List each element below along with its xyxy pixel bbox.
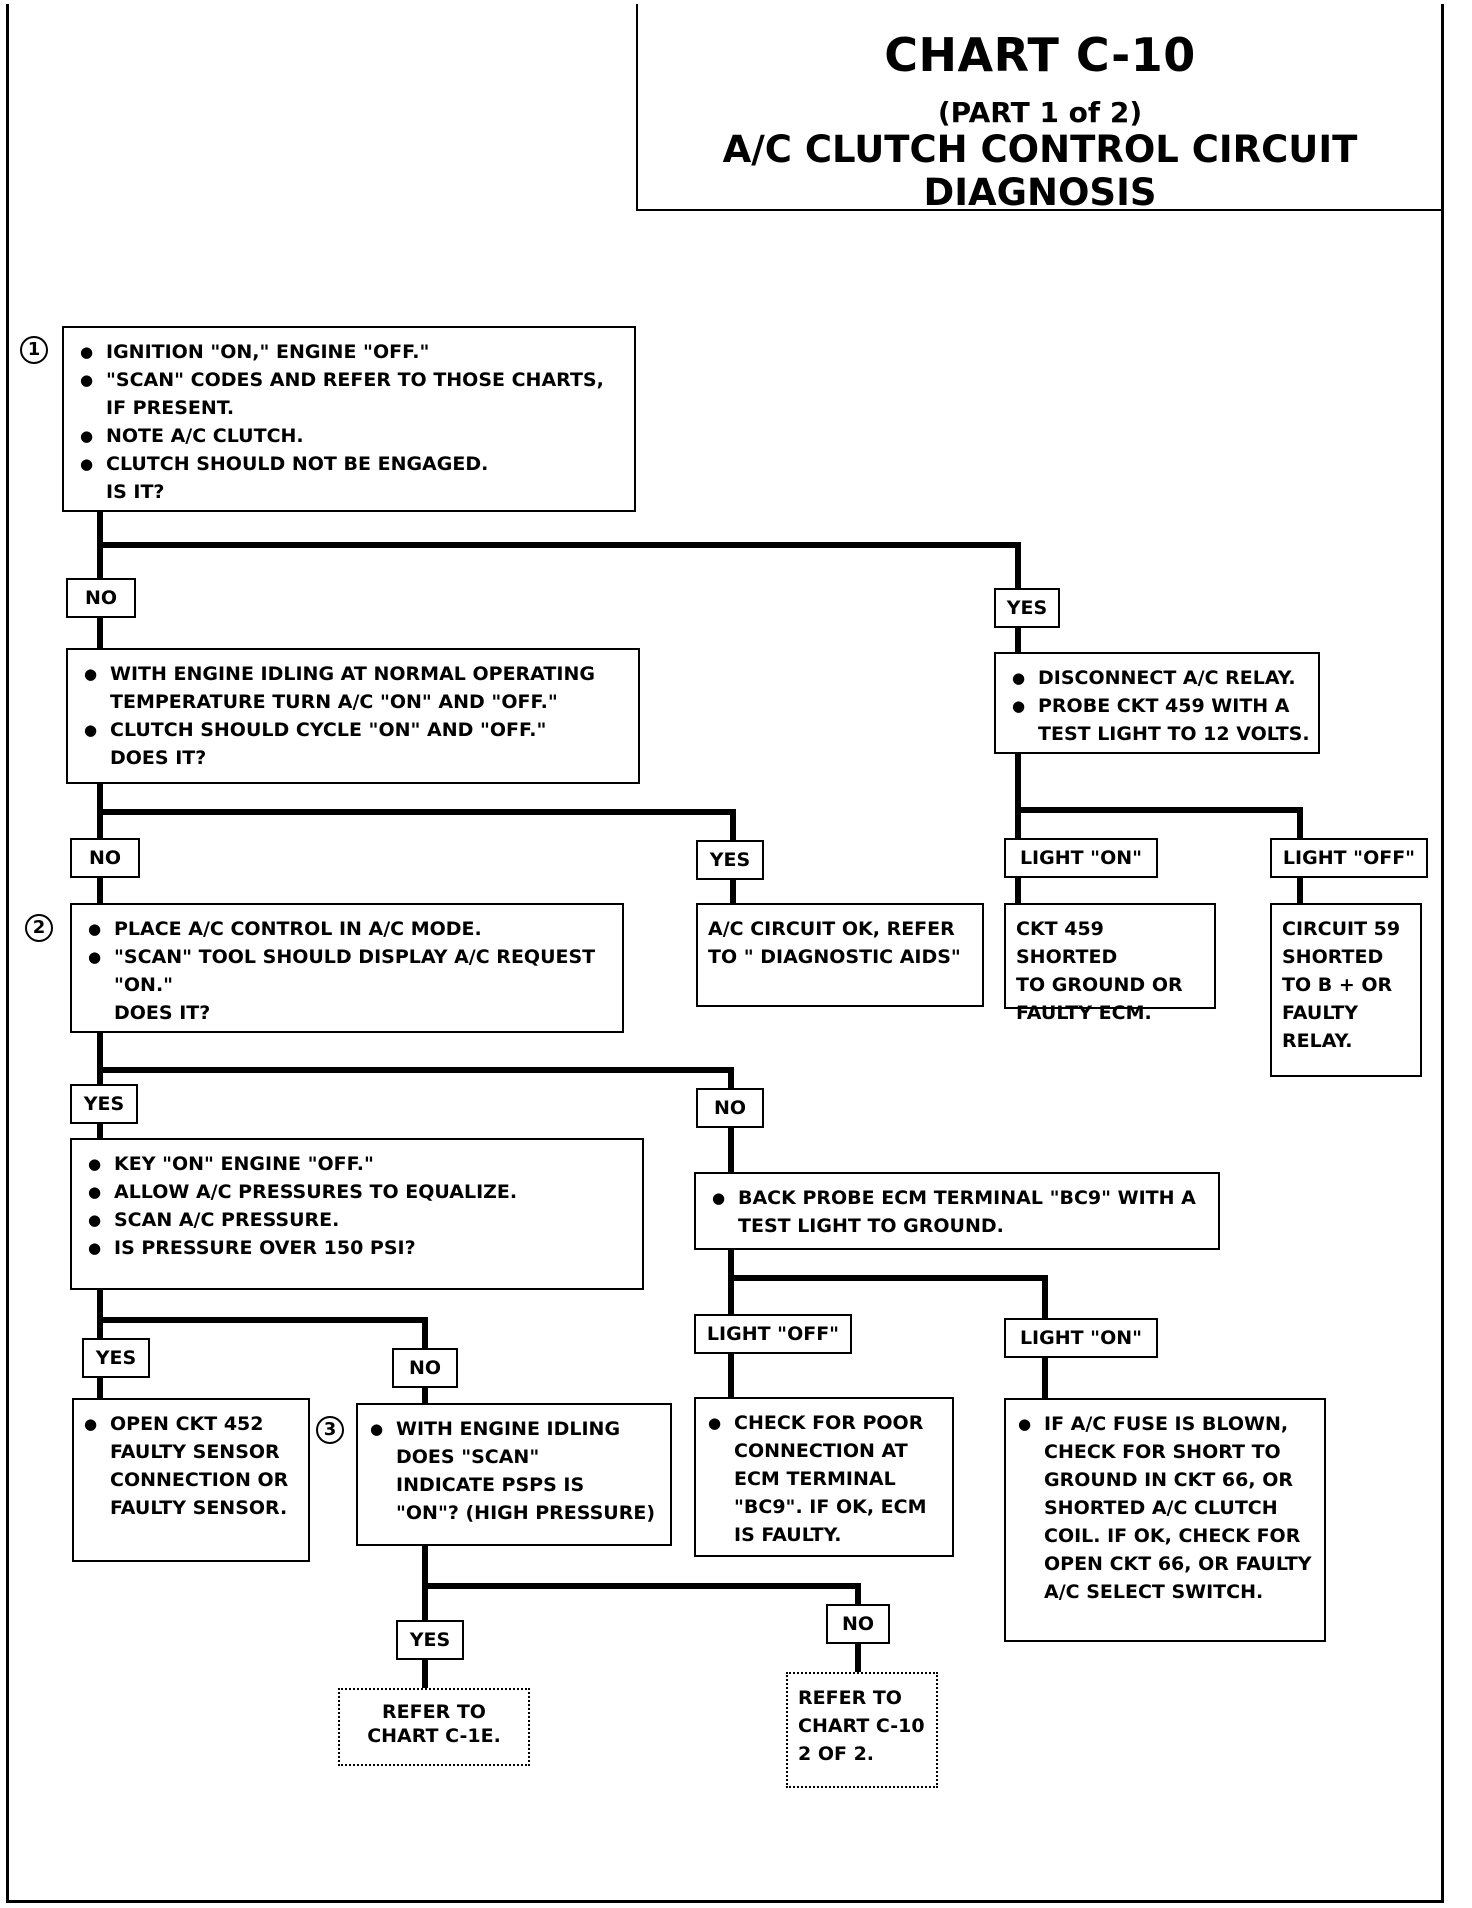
ac-fuse-check-box: IF A/C FUSE IS BLOWN, CHECK FOR SHORT TO… <box>1004 1398 1326 1642</box>
step-marker-1: 1 <box>20 336 48 364</box>
branch-label-light-off: LIGHT "OFF" <box>1270 838 1428 878</box>
refer-chart-c10-part2-box: REFER TO CHART C-10 2 OF 2. <box>786 1672 938 1788</box>
branch-label-no: NO <box>696 1088 764 1128</box>
branch-label-no: NO <box>66 578 136 618</box>
branch-label-yes: YES <box>82 1338 150 1378</box>
chart-part: (PART 1 of 2) <box>937 96 1143 129</box>
step3-psps-bullet: WITH ENGINE IDLING DOES "SCAN" INDICATE … <box>362 1415 664 1527</box>
step2-bullet: PLACE A/C CONTROL IN A/C MODE. <box>80 915 614 943</box>
connector-b4-split <box>97 1029 734 1093</box>
connector-b1-split <box>97 505 1021 593</box>
pressure-check-bullet: IS PRESSURE OVER 150 PSI? <box>80 1234 634 1262</box>
connector-b3-split <box>1015 749 1303 843</box>
chart-subtitle: A/C CLUTCH CONTROL CIRCUIT DIAGNOSIS <box>722 128 1358 214</box>
step3-psps-box: WITH ENGINE IDLING DOES "SCAN" INDICATE … <box>356 1403 672 1546</box>
step-marker-2: 2 <box>25 914 53 942</box>
step1-bullet: NOTE A/C CLUTCH. <box>72 422 626 450</box>
step2-question: DOES IT? <box>114 1002 211 1024</box>
relay-probe-bullet: DISCONNECT A/C RELAY. <box>1004 664 1310 692</box>
branch-label-yes: YES <box>696 840 764 880</box>
check-bc9-connection-bullet: CHECK FOR POOR CONNECTION AT ECM TERMINA… <box>700 1409 944 1549</box>
clutch-cycle-check-box: WITH ENGINE IDLING AT NORMAL OPERATING T… <box>66 648 640 784</box>
step-marker-3: 3 <box>316 1416 344 1444</box>
step1-bullet: CLUTCH SHOULD NOT BE ENGAGED. <box>72 450 626 478</box>
pressure-check-bullet: ALLOW A/C PRESSURES TO EQUALIZE. <box>80 1178 634 1206</box>
open-ckt452-box: OPEN CKT 452 FAULTY SENSOR CONNECTION OR… <box>72 1398 310 1562</box>
title-block: CHART C-10 (PART 1 of 2) A/C CLUTCH CONT… <box>636 4 1444 214</box>
chart-title: CHART C-10 <box>884 28 1196 82</box>
branch-label-no: NO <box>392 1348 458 1388</box>
step2-bullet: "SCAN" TOOL SHOULD DISPLAY A/C REQUEST "… <box>80 943 614 999</box>
pressure-check-bullet: SCAN A/C PRESSURE. <box>80 1206 634 1234</box>
clutch-cycle-bullet: CLUTCH SHOULD CYCLE "ON" AND "OFF." <box>76 716 630 744</box>
branch-label-no: NO <box>70 838 140 878</box>
branch-label-light-on: LIGHT "ON" <box>1004 838 1158 878</box>
step2-check-box: PLACE A/C CONTROL IN A/C MODE. "SCAN" TO… <box>70 903 624 1033</box>
ckt459-shorted-box: CKT 459 SHORTED TO GROUND OR FAULTY ECM. <box>1004 903 1216 1024</box>
circuit59-shorted-box: CIRCUIT 59 SHORTED TO B + OR FAULTY RELA… <box>1270 903 1422 1077</box>
branch-label-light-on: LIGHT "ON" <box>1004 1318 1158 1358</box>
check-bc9-connection-box: CHECK FOR POOR CONNECTION AT ECM TERMINA… <box>694 1397 954 1557</box>
branch-label-yes: YES <box>70 1084 138 1124</box>
page-frame <box>6 4 1444 1903</box>
circuit59-shorted-text: CIRCUIT 59 SHORTED TO B + OR FAULTY RELA… <box>1282 918 1401 1052</box>
refer-chart-c1e-text: REFER TO CHART C-1E. <box>367 1701 501 1747</box>
circuit-ok-text: A/C CIRCUIT OK, REFER TO " DIAGNOSTIC AI… <box>708 918 961 968</box>
step1-check-box: IGNITION "ON," ENGINE "OFF." "SCAN" CODE… <box>62 326 636 512</box>
branch-label-yes: YES <box>994 588 1060 628</box>
step1-bullet: "SCAN" CODES AND REFER TO THOSE CHARTS, … <box>72 366 626 422</box>
ac-fuse-check-bullet: IF A/C FUSE IS BLOWN, CHECK FOR SHORT TO… <box>1010 1410 1316 1606</box>
refer-chart-c1e-box: REFER TO CHART C-1E. <box>338 1688 530 1766</box>
circuit-ok-box: A/C CIRCUIT OK, REFER TO " DIAGNOSTIC AI… <box>696 903 984 1007</box>
relay-probe-bullet: PROBE CKT 459 WITH A TEST LIGHT TO 12 VO… <box>1004 692 1310 748</box>
ecm-bc9-probe-box: BACK PROBE ECM TERMINAL "BC9" WITH A TES… <box>694 1172 1220 1250</box>
open-ckt452-bullet: OPEN CKT 452 FAULTY SENSOR CONNECTION OR… <box>76 1410 300 1522</box>
refer-chart-c10-part2-text: REFER TO CHART C-10 2 OF 2. <box>798 1687 925 1765</box>
step1-question: IS IT? <box>106 481 165 503</box>
branch-label-yes: YES <box>396 1620 464 1660</box>
branch-label-light-off: LIGHT "OFF" <box>694 1314 852 1354</box>
step1-bullet: IGNITION "ON," ENGINE "OFF." <box>72 338 626 366</box>
ecm-bc9-probe-bullet: BACK PROBE ECM TERMINAL "BC9" WITH A TES… <box>704 1184 1210 1240</box>
branch-label-no: NO <box>826 1604 890 1644</box>
pressure-check-box: KEY "ON" ENGINE "OFF." ALLOW A/C PRESSUR… <box>70 1138 644 1290</box>
clutch-cycle-bullet: WITH ENGINE IDLING AT NORMAL OPERATING T… <box>76 660 630 716</box>
clutch-cycle-question: DOES IT? <box>110 747 207 769</box>
connector-b9-split <box>728 1244 1048 1323</box>
relay-probe-box: DISCONNECT A/C RELAY. PROBE CKT 459 WITH… <box>994 652 1320 754</box>
connector-b11-split <box>422 1542 861 1608</box>
connector-b2-split <box>97 777 736 843</box>
connector-b8-split <box>97 1285 428 1353</box>
pressure-check-bullet: KEY "ON" ENGINE "OFF." <box>80 1150 634 1178</box>
ckt459-shorted-text: CKT 459 SHORTED TO GROUND OR FAULTY ECM. <box>1016 918 1183 1024</box>
